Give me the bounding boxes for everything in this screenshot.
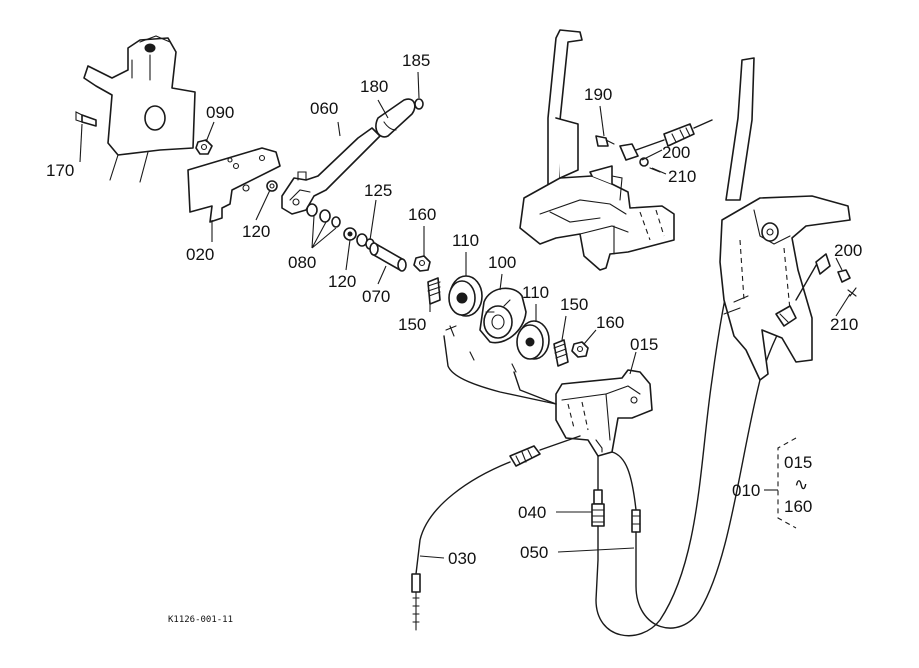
label-150-upper: 150 (398, 315, 426, 334)
nut-160-upper (413, 255, 431, 272)
inner-link-rod-2 (513, 371, 557, 405)
assembly-range-top: 015 (784, 453, 812, 472)
bolt-190 (595, 135, 615, 147)
label-090: 090 (206, 103, 234, 122)
washer-stack-080 (306, 203, 375, 250)
assembly-label-010: 010 (732, 481, 760, 500)
knob-180 (375, 98, 416, 138)
label-180: 180 (360, 77, 388, 96)
plate-020 (187, 147, 281, 223)
leader-lines (79, 71, 851, 559)
label-185: 185 (402, 51, 430, 70)
cable-040 (591, 249, 737, 637)
assembly-bracket (777, 437, 797, 529)
clip-185 (414, 98, 424, 110)
spring-150-upper (427, 277, 441, 305)
label-200-upper: 200 (662, 143, 690, 162)
nut-090 (195, 139, 213, 155)
bolt-170 (75, 111, 97, 127)
clevis-rod-upper (619, 119, 713, 173)
cable-030 (411, 435, 581, 631)
label-060: 060 (310, 99, 338, 118)
label-200-lower: 200 (834, 241, 862, 260)
inner-link-rod (443, 335, 557, 405)
spring-150-lower (553, 339, 569, 367)
label-030: 030 (448, 549, 476, 568)
bracket-015 (555, 369, 653, 457)
label-040: 040 (518, 503, 546, 522)
pedal-assembly-upper (519, 29, 675, 271)
label-210-lower: 210 (830, 315, 858, 334)
label-160-lower: 160 (596, 313, 624, 332)
label-070: 070 (362, 287, 390, 306)
nut-160-lower (571, 341, 589, 358)
label-190: 190 (584, 85, 612, 104)
label-160-upper: 160 (408, 205, 436, 224)
small-pins (445, 325, 517, 373)
label-100: 100 (488, 253, 516, 272)
assembly-range-bottom: 160 (784, 497, 812, 516)
label-120-upper: 120 (242, 222, 270, 241)
label-015: 015 (630, 335, 658, 354)
label-120-lower: 120 (328, 272, 356, 291)
assembly-range-sep: ∿ (794, 475, 808, 494)
drawing-code: K1126-001-11 (168, 615, 233, 625)
washer-120-upper (266, 180, 278, 192)
pedal-mount-bracket (83, 35, 196, 183)
label-210-upper: 210 (668, 167, 696, 186)
label-110-left: 110 (452, 231, 479, 250)
hub-100 (479, 287, 527, 344)
label-050: 050 (520, 543, 548, 562)
clevis-rod-lower (775, 253, 857, 327)
label-110-right: 110 (522, 283, 549, 302)
cable-050 (611, 299, 797, 629)
right-lever-frame (719, 57, 851, 381)
label-150-lower: 150 (560, 295, 588, 314)
label-125: 125 (364, 181, 392, 200)
label-170: 170 (46, 161, 74, 180)
lever-arm-060 (281, 127, 381, 215)
disc-110-right (516, 320, 550, 360)
label-020: 020 (186, 245, 214, 264)
pin-070 (369, 242, 407, 272)
disc-110-left (448, 275, 483, 317)
label-080: 080 (288, 253, 316, 272)
